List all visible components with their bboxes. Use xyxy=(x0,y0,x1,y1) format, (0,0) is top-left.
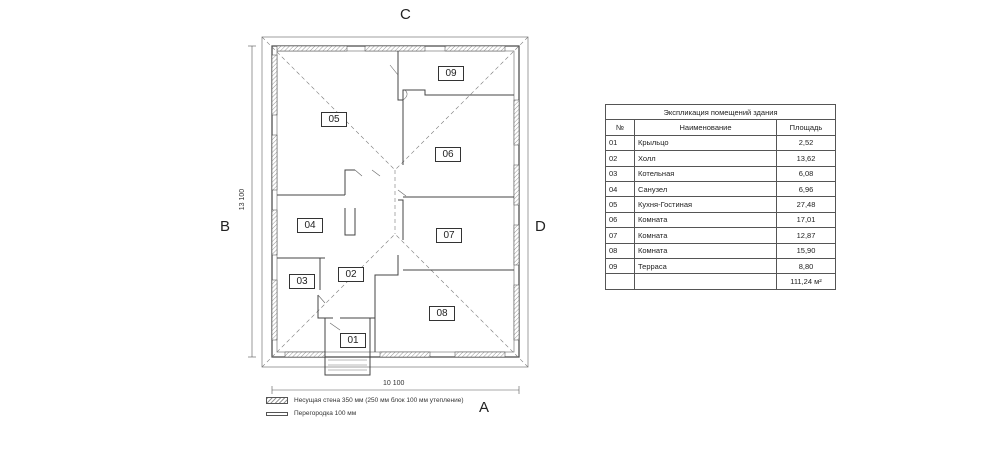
room-label-07: 07 xyxy=(436,228,462,243)
facade-label-bottom: A xyxy=(479,399,490,416)
row-name: Комната xyxy=(634,211,777,229)
row-num: 06 xyxy=(605,211,635,229)
roof-outline xyxy=(261,36,529,368)
row-num: 07 xyxy=(605,227,635,244)
room-label-05: 05 xyxy=(321,112,347,127)
table-caption-row: Экспликация помещений здания xyxy=(605,103,836,121)
row-area: 2,52 xyxy=(776,134,836,152)
table-total-row: 111,24 м² xyxy=(605,273,836,290)
table-header-row: № Наименование Площадь xyxy=(605,119,836,136)
total-empty-name xyxy=(634,273,777,290)
row-name: Котельная xyxy=(634,165,777,182)
outer-walls xyxy=(271,45,520,358)
row-num: 01 xyxy=(605,134,635,152)
row-num: 02 xyxy=(605,150,635,167)
room-label-04: 04 xyxy=(297,218,323,233)
room-label-02: 02 xyxy=(338,267,364,282)
legend-bearing-wall: Несущая стена 350 мм (250 мм блок 100 мм… xyxy=(266,397,463,404)
legend-hatch-swatch xyxy=(266,397,288,404)
header-area: Площадь xyxy=(776,119,836,136)
row-area: 8,80 xyxy=(776,257,836,275)
table-caption: Экспликация помещений здания xyxy=(605,103,836,121)
row-area: 15,90 xyxy=(776,242,836,259)
legend-thin-swatch xyxy=(266,411,288,416)
total-area: 111,24 м² xyxy=(776,273,836,290)
row-area: 17,01 xyxy=(776,211,836,229)
room-label-01: 01 xyxy=(340,333,366,348)
dimension-height: 13 100 xyxy=(239,188,247,211)
row-name: Комната xyxy=(634,242,777,259)
row-num: 04 xyxy=(605,180,635,198)
facade-label-left: B xyxy=(220,218,231,235)
outer-walls-inner xyxy=(276,50,515,353)
row-name: Терраса xyxy=(634,257,777,275)
row-area: 27,48 xyxy=(776,196,836,213)
row-area: 6,08 xyxy=(776,165,836,182)
header-name: Наименование xyxy=(634,119,777,136)
row-name: Кухня-Гостиная xyxy=(634,196,777,213)
row-num: 05 xyxy=(605,196,635,213)
room-label-09: 09 xyxy=(438,66,464,81)
legend-partition-text: Перегородка 100 мм xyxy=(294,410,357,417)
legend-partition: Перегородка 100 мм xyxy=(266,410,356,417)
row-num: 09 xyxy=(605,257,635,275)
room-label-06: 06 xyxy=(435,147,461,162)
legend-bearing-wall-text: Несущая стена 350 мм (250 мм блок 100 мм… xyxy=(294,397,464,404)
row-area: 13,62 xyxy=(776,150,836,167)
row-area: 12,87 xyxy=(776,227,836,244)
header-num: № xyxy=(605,119,635,136)
row-num: 08 xyxy=(605,242,635,259)
room-schedule-table: Экспликация помещений здания № Наименова… xyxy=(605,103,836,290)
row-name: Комната xyxy=(634,227,777,244)
room-label-08: 08 xyxy=(429,306,455,321)
total-empty-num xyxy=(605,273,635,290)
row-area: 6,96 xyxy=(776,180,836,198)
row-num: 03 xyxy=(605,165,635,182)
facade-label-top: C xyxy=(400,6,411,23)
facade-label-right: D xyxy=(535,218,546,235)
row-name: Холл xyxy=(634,150,777,167)
room-label-03: 03 xyxy=(289,274,315,289)
row-name: Крыльцо xyxy=(634,134,777,152)
dimension-width: 10 100 xyxy=(383,380,405,387)
row-name: Санузел xyxy=(634,180,777,198)
